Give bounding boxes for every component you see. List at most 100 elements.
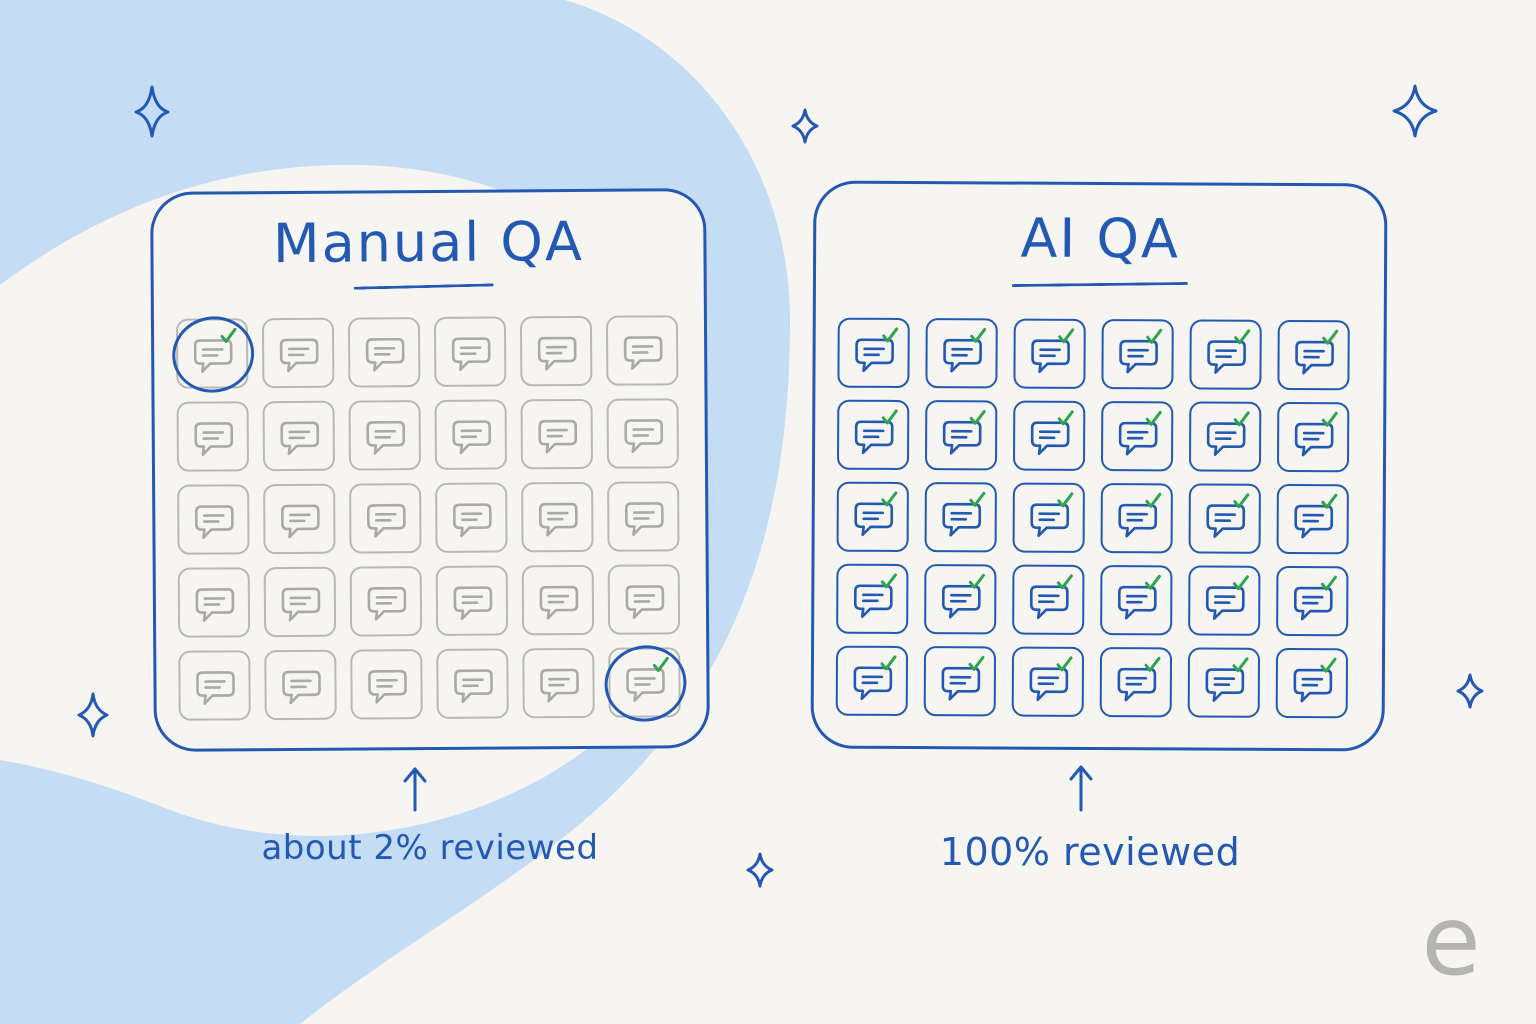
conversation-cell bbox=[607, 481, 680, 552]
conversation-cell bbox=[262, 400, 336, 472]
conversation-cell bbox=[177, 484, 250, 555]
chat-bubble-icon bbox=[853, 655, 897, 701]
reviewed-conversation-cell bbox=[924, 482, 997, 553]
reviewed-conversation-cell bbox=[1276, 401, 1350, 473]
reviewed-conversation-cell bbox=[1011, 646, 1085, 717]
chat-bubble-icon bbox=[626, 656, 669, 702]
reviewed-conversation-cell bbox=[1187, 647, 1261, 718]
chat-bubble-icon bbox=[1029, 656, 1073, 701]
reviewed-conversation-cell bbox=[1100, 401, 1174, 472]
reviewed-conversation-cell bbox=[1100, 483, 1173, 554]
ai-qa-grid bbox=[835, 317, 1350, 719]
reviewed-conversation-cell bbox=[923, 646, 997, 717]
chat-bubble-icon bbox=[540, 668, 579, 703]
manual-qa-panel: Manual QA bbox=[150, 188, 710, 752]
reviewed-conversation-cell bbox=[925, 318, 998, 389]
chat-bubble-icon bbox=[366, 503, 406, 538]
reviewed-conversation-cell bbox=[836, 563, 909, 635]
checkmark-icon bbox=[1234, 329, 1251, 345]
chat-bubble-icon bbox=[943, 327, 987, 373]
conversation-cell bbox=[349, 566, 423, 637]
chat-bubble-icon bbox=[1118, 410, 1162, 456]
checkmark-icon bbox=[882, 327, 899, 343]
conversation-cell bbox=[348, 400, 422, 471]
checkmark-icon bbox=[1320, 575, 1337, 591]
chat-bubble-icon bbox=[366, 420, 406, 455]
checkmark-icon bbox=[1321, 411, 1338, 427]
chat-bubble-icon bbox=[193, 327, 237, 373]
chat-bubble-icon bbox=[452, 420, 492, 455]
chat-bubble-icon bbox=[1293, 575, 1337, 621]
conversation-cell bbox=[434, 399, 507, 470]
chat-bubble-icon bbox=[941, 573, 985, 619]
checkmark-icon bbox=[1057, 410, 1074, 426]
reviewed-conversation-cell bbox=[1100, 565, 1173, 636]
reviewed-conversation-cell bbox=[836, 481, 909, 553]
chat-bubble-icon bbox=[195, 588, 235, 622]
chat-bubble-icon bbox=[624, 502, 664, 536]
checkmark-icon bbox=[1145, 410, 1162, 426]
checkmark-icon bbox=[1233, 493, 1250, 509]
chat-bubble-icon bbox=[538, 502, 578, 537]
conversation-cell bbox=[350, 649, 423, 720]
chat-bubble-icon bbox=[1030, 410, 1074, 455]
chat-bubble-icon bbox=[196, 671, 235, 705]
reviewed-conversation-cell bbox=[924, 400, 998, 471]
reviewed-conversation-cell bbox=[836, 399, 910, 471]
conversation-cell bbox=[178, 650, 251, 721]
chat-bubble-icon bbox=[1118, 492, 1162, 538]
reviewed-conversation-cell bbox=[1277, 319, 1350, 391]
conversation-cell bbox=[176, 401, 250, 472]
chat-bubble-icon bbox=[451, 337, 491, 372]
conversation-cell bbox=[264, 649, 337, 721]
checkmark-icon bbox=[1320, 657, 1337, 673]
chat-bubble-icon bbox=[941, 655, 985, 701]
reviewed-conversation-cell bbox=[1012, 564, 1085, 635]
conversation-cell bbox=[261, 317, 335, 389]
reviewed-conversation-cell bbox=[598, 638, 693, 729]
conversation-cell bbox=[177, 567, 251, 638]
checkmark-icon bbox=[1232, 657, 1249, 673]
arrow-up-icon bbox=[1069, 765, 1093, 812]
ai-qa-title: AI QA bbox=[1020, 206, 1181, 271]
reviewed-conversation-cell bbox=[924, 564, 997, 635]
chat-bubble-icon bbox=[279, 338, 319, 373]
ai-qa-panel: AI QA bbox=[810, 180, 1388, 752]
arrow-up-icon bbox=[403, 767, 427, 812]
chat-bubble-icon bbox=[537, 336, 577, 371]
chat-bubble-icon bbox=[1205, 657, 1249, 702]
reviewed-conversation-cell bbox=[1101, 319, 1174, 390]
chat-bubble-icon bbox=[281, 587, 321, 622]
chat-bubble-icon bbox=[1207, 329, 1251, 374]
checkmark-icon bbox=[1233, 411, 1250, 427]
reviewed-conversation-cell bbox=[1189, 319, 1262, 390]
conversation-cell bbox=[347, 317, 421, 388]
chat-bubble-icon bbox=[855, 327, 899, 373]
chat-bubble-icon bbox=[854, 491, 898, 537]
chat-bubble-icon bbox=[194, 505, 234, 539]
chat-bubble-icon bbox=[1295, 329, 1339, 375]
chat-bubble-icon bbox=[942, 491, 986, 537]
conversation-cell bbox=[263, 566, 337, 638]
checkmark-icon bbox=[968, 655, 985, 671]
manual-qa-title-underline bbox=[353, 283, 494, 290]
chat-bubble-icon bbox=[1029, 574, 1073, 619]
checkmark-icon bbox=[1146, 328, 1163, 344]
chat-bubble-icon bbox=[282, 670, 321, 705]
manual-qa-caption: about 2% reviewed bbox=[261, 828, 599, 868]
chat-bubble-icon bbox=[624, 419, 664, 453]
sparkle-icon bbox=[1392, 84, 1438, 138]
checkmark-icon bbox=[1144, 656, 1161, 672]
checkmark-icon bbox=[881, 491, 898, 507]
conversation-cell bbox=[436, 648, 509, 719]
checkmark-icon bbox=[1145, 492, 1162, 508]
checkmark-icon bbox=[969, 491, 986, 507]
chat-bubble-icon bbox=[1205, 575, 1249, 620]
checkmark-icon bbox=[880, 655, 897, 671]
conversation-cell bbox=[263, 483, 336, 555]
reviewed-conversation-cell bbox=[1188, 565, 1261, 636]
reviewed-conversation-cell bbox=[835, 645, 909, 717]
chat-bubble-icon bbox=[623, 336, 663, 370]
background-blob bbox=[0, 0, 790, 1024]
